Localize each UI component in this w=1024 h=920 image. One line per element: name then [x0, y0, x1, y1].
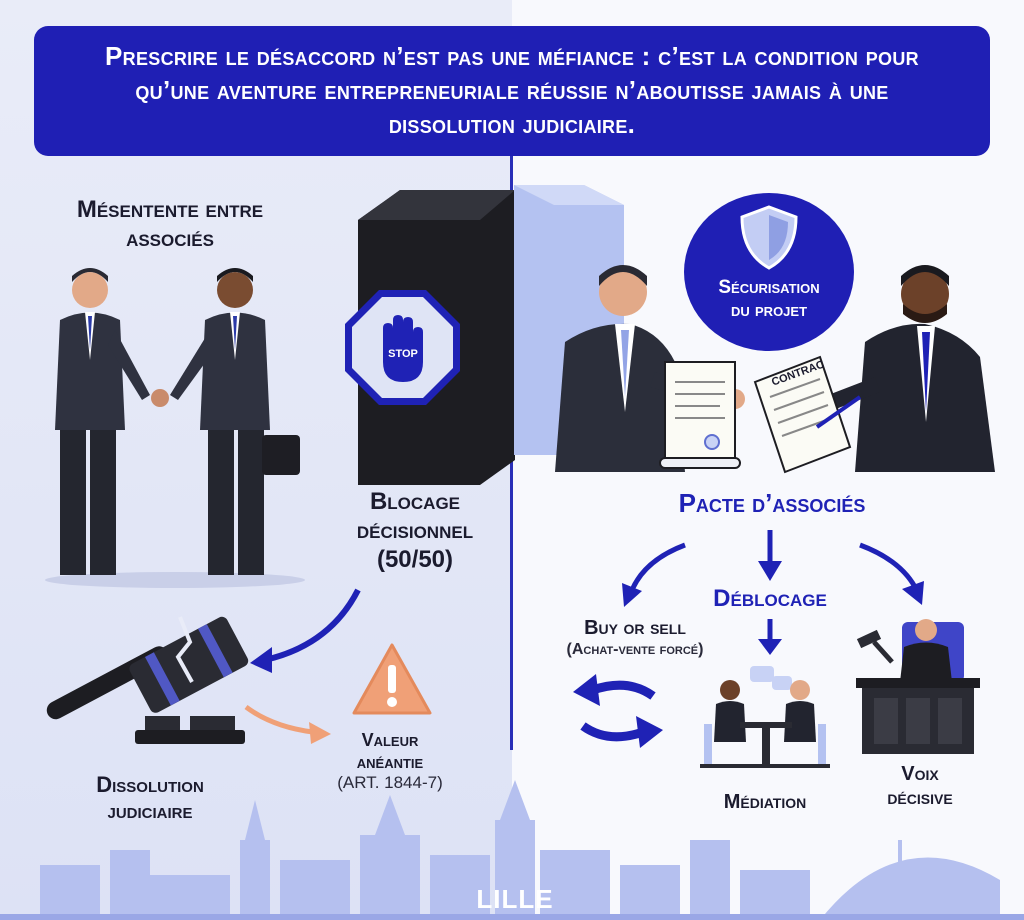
pacte-arrows — [622, 530, 924, 607]
headline-banner: Prescrire le désaccord n’est pas une méf… — [34, 26, 990, 156]
shield-icon — [740, 205, 798, 270]
pacte-label: Pacte d’associés — [678, 488, 866, 518]
handshake-illustration — [45, 268, 305, 588]
dissolution-to-valeur-arrow — [244, 704, 331, 744]
warning-icon — [352, 643, 432, 715]
valeur-reference: (ART. 1844-7) — [337, 773, 443, 793]
dissolution-line2: judiciaire — [107, 798, 193, 824]
buy-sell-title: Buy or sell — [584, 617, 686, 639]
swap-arrows-icon — [573, 674, 663, 748]
city-label: LILLE — [476, 884, 554, 914]
mediation-illustration — [700, 666, 830, 768]
dissolution-label: Dissolution judiciaire — [50, 772, 250, 825]
dissolution-line1: Dissolution — [96, 772, 204, 797]
stop-sign-text: STOP — [388, 348, 418, 360]
voix-line1: Voix — [901, 763, 939, 785]
blocage-to-dissolution-arrow — [250, 588, 361, 673]
blocage-line1: Blocage — [369, 488, 461, 515]
blocage-line3: (50/50) — [376, 545, 454, 573]
headline-text: Prescrire le désaccord n’est pas une méf… — [105, 41, 919, 139]
securisation-line1: Sécurisation — [718, 277, 820, 298]
lille-skyline — [0, 780, 1024, 920]
broken-gavel-icon — [46, 616, 249, 744]
valeur-label: Valeur anéantie (ART. 1844-7) — [320, 730, 460, 794]
voix-line2: décisive — [887, 787, 953, 809]
mesentente-label: Mésentente entre associés — [76, 196, 264, 252]
blocage-label: Blocage décisionnel (50/50) — [320, 488, 510, 574]
valeur-line1: Valeur — [361, 730, 419, 750]
securisation-line2: du projet — [730, 299, 808, 321]
contract-signing-illustration — [555, 265, 995, 474]
deblocage-arrow — [758, 619, 782, 655]
voix-label: Voix décisive — [850, 762, 990, 810]
buy-sell-subtitle: (Achat-vente forcé) — [566, 641, 704, 658]
judge-illustration — [856, 619, 980, 754]
buy-sell-label: Buy or sell (Achat-vente forcé) — [535, 616, 735, 659]
stop-hand-icon — [345, 290, 460, 405]
blocage-line2: décisionnel — [356, 516, 474, 544]
securisation-label: Sécurisation du projet — [688, 277, 850, 323]
valeur-line2: anéantie — [356, 751, 424, 772]
mediation-label: Médiation — [723, 791, 807, 813]
deblocage-label: Déblocage — [713, 585, 827, 612]
